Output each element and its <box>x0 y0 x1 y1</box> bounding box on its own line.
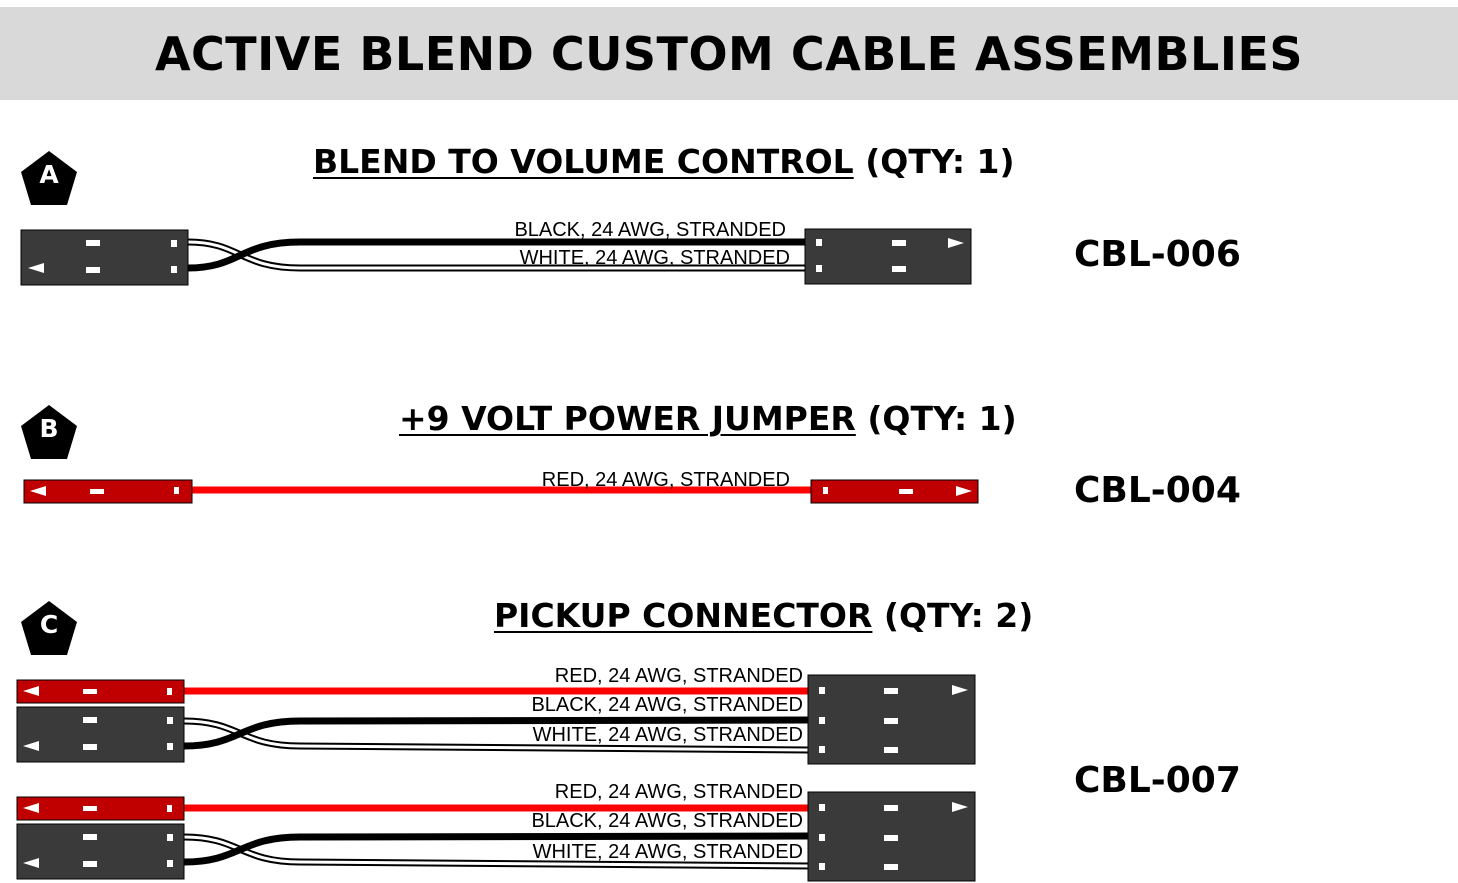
wire-label-a-black: BLACK, 24 AWG, STRANDED <box>514 219 786 241</box>
connector-a-right <box>804 228 972 285</box>
connector-b-left <box>23 479 193 504</box>
wire-label-b-red: RED, 24 AWG, STRANDED <box>541 469 790 491</box>
wire-label-c2-black: BLACK, 24 AWG, STRANDED <box>531 810 803 832</box>
badge-b: B <box>20 404 78 462</box>
connector-c1-left <box>16 706 185 763</box>
section-title-c: PICKUP CONNECTOR (QTY: 2) <box>494 596 1033 635</box>
badge-a: A <box>20 150 78 208</box>
part-number-a: CBL-006 <box>1074 234 1241 275</box>
assembly-name: +9 VOLT POWER JUMPER <box>399 399 856 438</box>
part-number-b: CBL-004 <box>1074 470 1241 511</box>
assembly-name: BLEND TO VOLUME CONTROL <box>313 142 854 181</box>
assembly-qty: (QTY: 1) <box>867 399 1017 438</box>
cable-c-1 <box>16 674 976 765</box>
connector-c2-left <box>16 823 185 880</box>
wire-label-c1-black: BLACK, 24 AWG, STRANDED <box>531 694 803 716</box>
connector-c2-red <box>16 796 185 821</box>
wire-label-c1-white: WHITE, 24 AWG, STRANDED <box>532 724 803 746</box>
connector-a-left <box>20 229 189 286</box>
wire-label-a-white: WHITE, 24 AWG, STRANDED <box>519 247 790 269</box>
title-banner: ACTIVE BLEND CUSTOM CABLE ASSEMBLIES <box>0 7 1458 100</box>
wire-label-c2-red: RED, 24 AWG, STRANDED <box>554 781 803 803</box>
section-title-a: BLEND TO VOLUME CONTROL (QTY: 1) <box>313 142 1015 181</box>
connector-c1-red <box>16 679 185 704</box>
wire-label-c2-white: WHITE, 24 AWG, STRANDED <box>532 841 803 863</box>
wire-label-c1-red: RED, 24 AWG, STRANDED <box>554 665 803 687</box>
cable-c-2 <box>16 791 976 882</box>
cable-b <box>23 479 979 504</box>
assembly-name: PICKUP CONNECTOR <box>494 596 873 635</box>
part-number-c: CBL-007 <box>1074 760 1241 801</box>
assembly-qty: (QTY: 1) <box>865 142 1015 181</box>
cable-a <box>20 228 972 286</box>
page-title: ACTIVE BLEND CUSTOM CABLE ASSEMBLIES <box>154 26 1304 81</box>
assembly-qty: (QTY: 2) <box>883 596 1034 635</box>
badge-c: C <box>20 600 78 658</box>
connector-b-right <box>810 479 979 504</box>
section-title-b: +9 VOLT POWER JUMPER (QTY: 1) <box>399 399 1017 438</box>
